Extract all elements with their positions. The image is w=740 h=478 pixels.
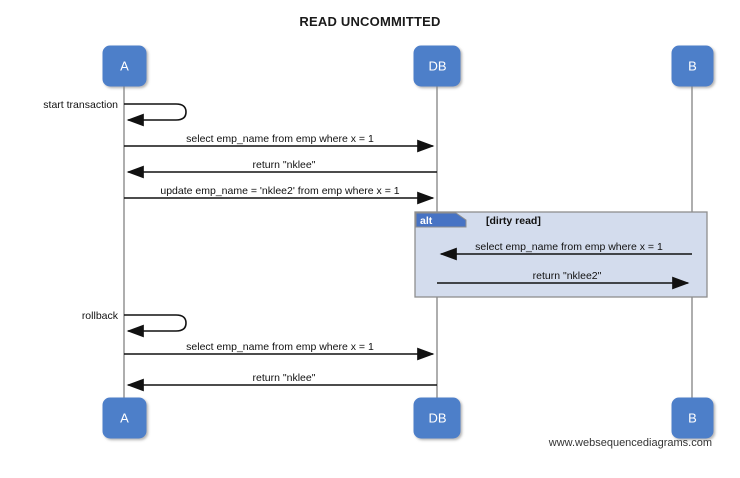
actor-bottom-a[interactable]: A	[102, 397, 147, 439]
message-update: update emp_name = 'nklee2' from emp wher…	[124, 185, 435, 205]
page-title: READ UNCOMMITTED	[299, 14, 440, 29]
actor-top-db[interactable]: DB	[413, 45, 461, 87]
message-arrow-start-transaction	[124, 103, 187, 127]
message-return-nklee2: return "nklee2"	[437, 270, 690, 290]
fragment-operator-label: alt	[420, 215, 433, 227]
message-rollback: rollback	[82, 310, 187, 338]
message-arrow-rollback	[124, 314, 187, 338]
actor-top-db-label: DB	[428, 58, 446, 73]
watermark: www.websequencediagrams.com	[548, 437, 712, 449]
fragment-operator-tab	[415, 212, 467, 228]
actor-top-b[interactable]: B	[671, 45, 714, 87]
actor-bottom-db-label: DB	[428, 410, 446, 425]
actor-top-a-label: A	[120, 58, 129, 73]
message-start-transaction: start transaction	[43, 99, 187, 127]
actor-bottom-b-label: B	[688, 410, 697, 425]
actor-bottom-b[interactable]: B	[671, 397, 714, 439]
message-select-1: select emp_name from emp where x = 1	[124, 133, 435, 153]
message-label-select-2: select emp_name from emp where x = 1	[186, 341, 374, 353]
message-return-nklee-1: return "nklee"	[126, 159, 437, 179]
message-label-update: update emp_name = 'nklee2' from emp wher…	[160, 185, 399, 197]
message-label-select-dirty: select emp_name from emp where x = 1	[475, 241, 663, 253]
actors-bottom: A DB B	[102, 397, 714, 439]
message-label-return-nklee2: return "nklee2"	[533, 270, 602, 282]
actor-top-a[interactable]: A	[102, 45, 147, 87]
message-label-select-1: select emp_name from emp where x = 1	[186, 133, 374, 145]
message-select-2: select emp_name from emp where x = 1	[124, 341, 435, 361]
fragment-guard-label: [dirty read]	[486, 215, 541, 227]
message-return-nklee-2: return "nklee"	[126, 372, 437, 392]
message-label-return-nklee-2: return "nklee"	[253, 372, 316, 384]
actor-bottom-db[interactable]: DB	[413, 397, 461, 439]
message-label-rollback: rollback	[82, 310, 119, 322]
actor-top-b-label: B	[688, 58, 697, 73]
message-label-start-transaction: start transaction	[43, 99, 118, 111]
actors-top: A DB B	[102, 45, 714, 87]
message-label-return-nklee-1: return "nklee"	[253, 159, 316, 171]
message-select-dirty: select emp_name from emp where x = 1	[439, 241, 692, 261]
actor-bottom-a-label: A	[120, 410, 129, 425]
